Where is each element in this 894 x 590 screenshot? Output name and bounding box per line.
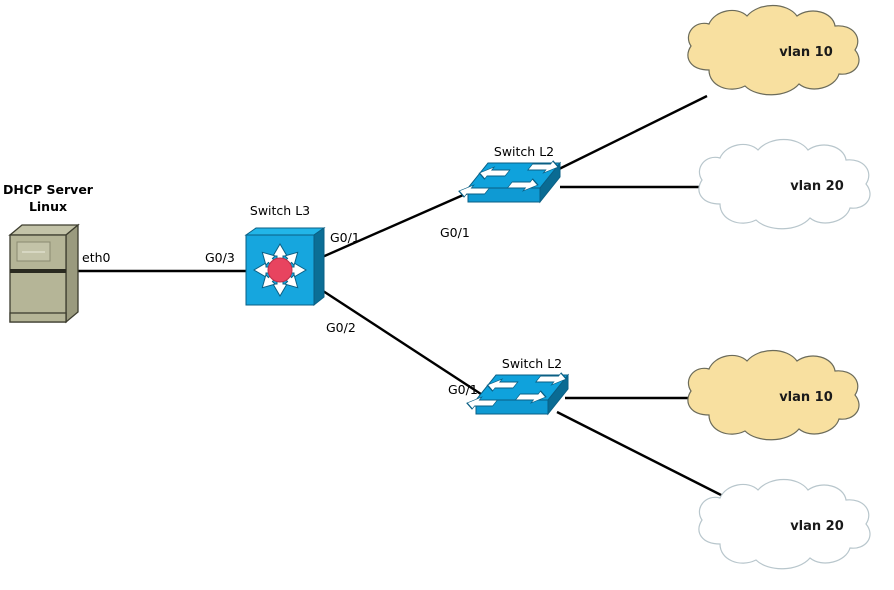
layer2-switch-icon [453, 160, 564, 204]
cloud-label: vlan 20 [790, 179, 844, 194]
layer2-switch-icon [461, 372, 572, 416]
port-label-eth0: eth0 [82, 250, 111, 265]
server-tower-icon [8, 223, 80, 324]
cloud-vlan20-bottom[interactable]: vlan 20 [698, 478, 871, 570]
port-label-l3-g01: G0/1 [330, 230, 360, 245]
cloud-label: vlan 10 [779, 390, 833, 405]
cloud-label: vlan 10 [779, 45, 833, 60]
dhcp-server[interactable]: DHCP Server Linux [3, 182, 94, 324]
cloud-vlan10-top[interactable]: vlan 10 [687, 4, 860, 96]
switch-l2-top-label: Switch L2 [494, 144, 554, 159]
port-label-l2-top-g01: G0/1 [440, 225, 470, 240]
switch-l2-bottom[interactable]: Switch L2 [461, 356, 572, 416]
link-l2top-to-vlan10 [556, 94, 708, 172]
cloud-vlan10-bottom[interactable]: vlan 10 [687, 349, 860, 441]
server-label-line1: DHCP Server [3, 182, 94, 197]
link-l3-to-l2-bottom [319, 287, 488, 400]
switch-l2-top[interactable]: Switch L2 [453, 144, 564, 204]
link-l2bottom-to-vlan20 [556, 410, 724, 498]
switch-l2-bottom-label: Switch L2 [502, 356, 562, 371]
switch-l3[interactable]: Switch L3 [244, 203, 326, 307]
links-layer [72, 94, 724, 498]
port-label-g03: G0/3 [205, 250, 235, 265]
server-label-line2: Linux [29, 199, 67, 214]
link-l3-to-l2-top [319, 190, 471, 260]
cloud-vlan20-top[interactable]: vlan 20 [698, 138, 871, 230]
port-label-l3-g02: G0/2 [326, 320, 356, 335]
layer3-switch-icon [244, 227, 326, 307]
cloud-label: vlan 20 [790, 519, 844, 534]
port-label-l2-bottom-g01: G0/1 [448, 382, 478, 397]
switch-l3-label: Switch L3 [250, 203, 310, 218]
